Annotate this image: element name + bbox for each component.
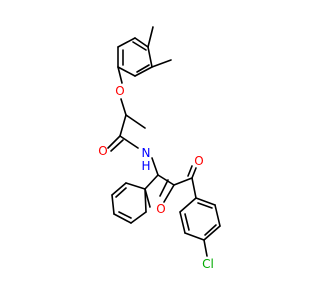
bond (187, 165, 193, 177)
bond (125, 182, 146, 190)
molecule-structure: O O N H O O Cl (98, 26, 221, 271)
bond (147, 46, 153, 68)
amide-nitrogen-label: N (142, 146, 151, 160)
bond (184, 232, 205, 241)
bond (120, 98, 127, 116)
bond (125, 114, 146, 129)
bond (136, 64, 150, 73)
bond (159, 179, 169, 197)
bond (119, 135, 139, 149)
bond (203, 225, 221, 241)
bond (132, 41, 147, 51)
bond (111, 194, 115, 215)
bond (118, 211, 132, 219)
bond (113, 213, 132, 224)
bond (203, 239, 208, 257)
bond (184, 213, 190, 231)
bond (179, 211, 186, 234)
ketone-oxygen-label: O (194, 154, 203, 168)
bond (151, 157, 159, 176)
bond (151, 59, 172, 68)
bond (134, 37, 149, 48)
bond (134, 66, 153, 77)
bond (163, 184, 175, 203)
bond (117, 37, 136, 48)
chlorine-label: Cl (202, 257, 214, 271)
bond (115, 187, 127, 198)
bond (130, 211, 147, 224)
bond (110, 139, 124, 152)
bond (157, 174, 175, 186)
bond (191, 167, 197, 179)
bond (144, 174, 159, 190)
furan-oxygen-label: O (156, 202, 165, 216)
bond (117, 66, 123, 84)
bond (111, 182, 127, 196)
amide-hydrogen-label: H (141, 159, 150, 173)
bonds (107, 26, 221, 257)
bond (107, 135, 121, 149)
bond (179, 197, 197, 213)
bond (144, 188, 147, 213)
atom-labels: O O N H O O Cl (98, 84, 214, 271)
bond (117, 66, 136, 77)
bond (173, 177, 193, 186)
bond (197, 202, 213, 209)
bond (214, 204, 221, 227)
bond (195, 197, 216, 206)
bond (191, 177, 197, 199)
bond (204, 224, 217, 236)
bond (119, 114, 127, 137)
amide-oxygen-label: O (98, 144, 107, 158)
ether-oxygen-label: O (115, 84, 124, 98)
bond (147, 26, 154, 48)
